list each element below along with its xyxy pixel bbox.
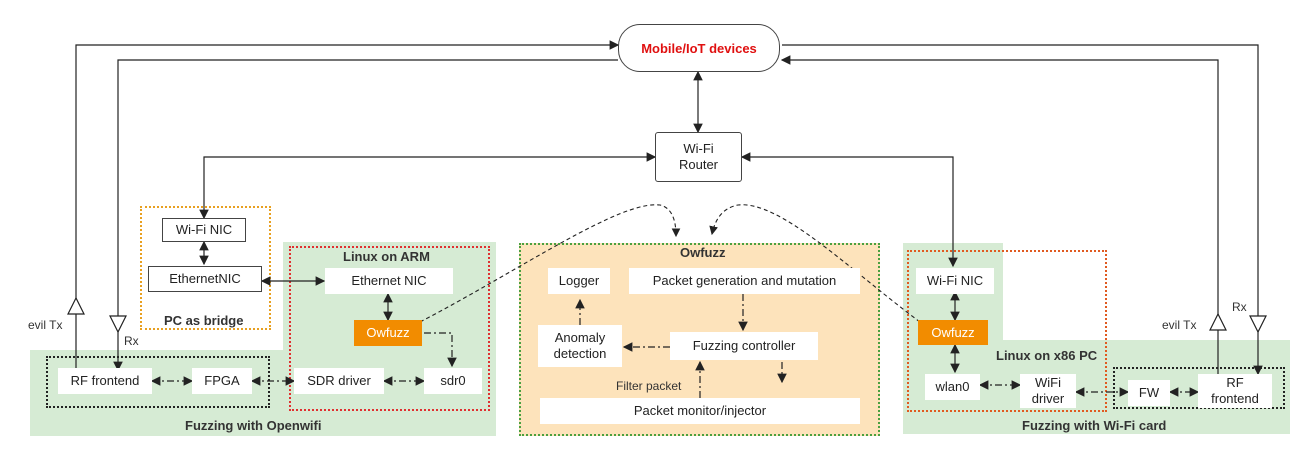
wifi-driver-line2: driver [1031, 391, 1065, 406]
rx-antenna-left [109, 315, 127, 334]
arm-ethernet-nic: Ethernet NIC [325, 268, 453, 294]
owfuzz-center-title: Owfuzz [680, 245, 726, 260]
x86-owfuzz: Owfuzz [918, 320, 988, 345]
packet-monitor: Packet monitor/injector [540, 398, 860, 424]
bridge-ethernet-nic: EthernetNIC [148, 266, 262, 292]
mobile-iot-devices-label: Mobile/IoT devices [641, 40, 757, 56]
rf-right-line1: RF [1226, 375, 1244, 390]
rx-left-label: Rx [124, 334, 139, 348]
rx-antenna-right [1249, 315, 1267, 334]
rf-frontend-right: RF frontend [1198, 374, 1272, 408]
bridge-wifi-nic: Wi-Fi NIC [162, 218, 246, 242]
rf-frontend-left: RF frontend [58, 368, 152, 394]
wifi-driver-line1: WiFi [1035, 375, 1061, 390]
bridge-title: PC as bridge [164, 313, 244, 328]
sdr-driver: SDR driver [294, 368, 384, 394]
mobile-iot-devices: Mobile/IoT devices [618, 24, 780, 72]
rx-right-label: Rx [1232, 300, 1247, 314]
anomaly-detection: Anomaly detection [538, 325, 622, 367]
linux-x86-frame [907, 250, 1107, 412]
anomaly-line1: Anomaly [554, 330, 606, 345]
rf-right-line2: frontend [1211, 391, 1259, 406]
logger: Logger [548, 268, 610, 294]
fuzzing-controller: Fuzzing controller [670, 332, 818, 360]
linux-arm-frame [289, 246, 490, 411]
x86-wifi-nic: Wi-Fi NIC [916, 268, 994, 294]
packet-generation: Packet generation and mutation [629, 268, 860, 294]
fpga: FPGA [192, 368, 252, 394]
wifi-router: Wi-Fi Router [655, 132, 742, 182]
anomaly-line2: detection [553, 346, 607, 361]
fw: FW [1128, 380, 1170, 406]
filter-packet-label: Filter packet [616, 379, 682, 393]
evil-tx-antenna-right [1209, 312, 1227, 331]
evil-tx-right-label: evil Tx [1162, 318, 1197, 332]
arm-owfuzz: Owfuzz [354, 320, 422, 346]
evil-tx-left-label: evil Tx [28, 318, 63, 332]
sdr0: sdr0 [424, 368, 482, 394]
linux-arm-title: Linux on ARM [343, 249, 430, 264]
wifi-driver: WiFi driver [1020, 374, 1076, 408]
wifi-card-title: Fuzzing with Wi-Fi card [1022, 418, 1167, 433]
evil-tx-antenna-left [67, 296, 85, 315]
openwifi-title: Fuzzing with Openwifi [185, 418, 322, 433]
wifi-router-label-line1: Wi-Fi [683, 141, 714, 156]
wifi-router-label-line2: Router [678, 157, 719, 172]
linux-x86-title: Linux on x86 PC [996, 348, 1098, 363]
wlan0: wlan0 [925, 374, 980, 400]
